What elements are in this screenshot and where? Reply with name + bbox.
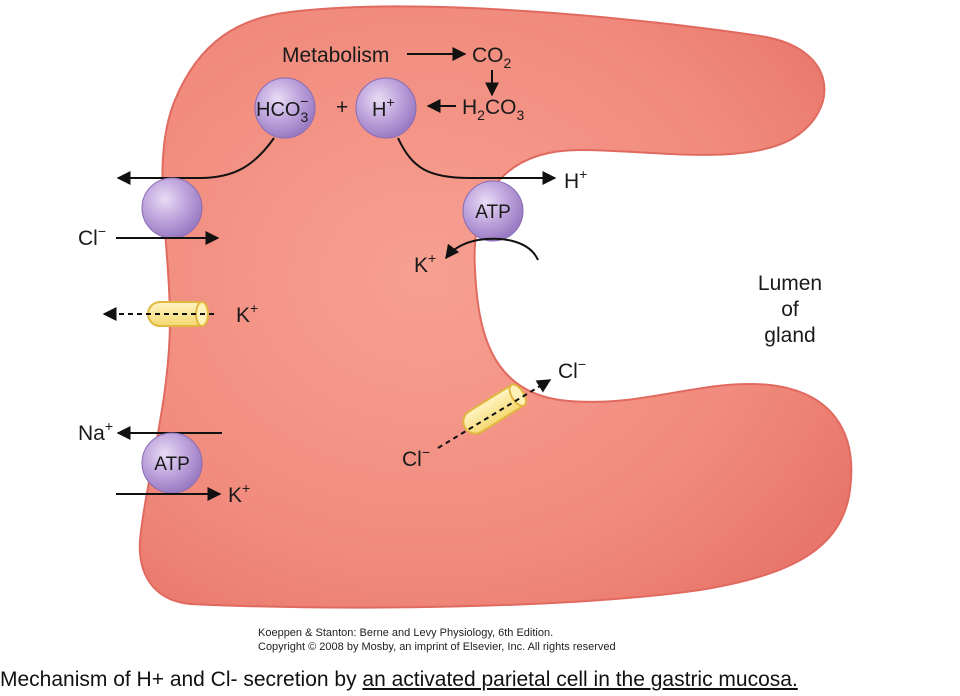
lumen-label-line2: of: [781, 298, 799, 321]
credit-line-2: Copyright © 2008 by Mosby, an imprint of…: [258, 641, 616, 653]
parietal-cell-body: [138, 5, 853, 609]
lumen-label-line3: gland: [764, 324, 815, 347]
sodium-label: Na+: [78, 418, 113, 445]
lumen-label-line1: Lumen: [758, 272, 822, 295]
chloride-bicarbonate-exchanger: [141, 177, 203, 239]
chloride-in-label: Cl−: [78, 223, 106, 250]
potassium-basolateral-label: K+: [228, 480, 250, 507]
chloride-secretion-arrow: [437, 379, 552, 449]
hydrogen-label: H+: [372, 94, 395, 121]
apical-chloride-channel: [462, 383, 527, 435]
potassium-uptake-arrow: [445, 237, 539, 261]
potassium-channel-label: K+: [236, 300, 258, 327]
co2-label: CO2: [472, 44, 512, 71]
chloride-intracellular-label: Cl−: [402, 444, 430, 471]
caption-text: Mechanism of H+ and Cl- secretion by: [0, 668, 363, 691]
hydrogen-secretion-arrow: [397, 137, 557, 185]
bicarbonate-exit-arrow: [116, 137, 275, 185]
carbonic-acid-label: H2CO3: [462, 96, 524, 123]
hydrogen-ion: [355, 77, 417, 139]
chloride-out-label: Cl−: [558, 356, 586, 383]
credit-line-1: Koeppen & Stanton: Berne and Levy Physio…: [258, 627, 554, 639]
metabolism-label: Metabolism: [282, 44, 389, 67]
figure-caption: Mechanism of H+ and Cl- secretion by an …: [0, 668, 960, 692]
potassium-apical-label: K+: [414, 250, 436, 277]
sodium-pump-atp-label: ATP: [154, 454, 190, 475]
bicarbonate-label: HCO3−: [256, 93, 308, 125]
caption-underlined-text: an activated parietal cell in the gastri…: [362, 668, 798, 691]
proton-pump-atpase: [462, 180, 524, 242]
proton-pump-atp-label: ATP: [475, 202, 511, 223]
plus-sign: +: [336, 96, 348, 119]
hydrogen-out-label: H+: [564, 166, 587, 193]
bicarbonate-ion: [254, 77, 316, 139]
